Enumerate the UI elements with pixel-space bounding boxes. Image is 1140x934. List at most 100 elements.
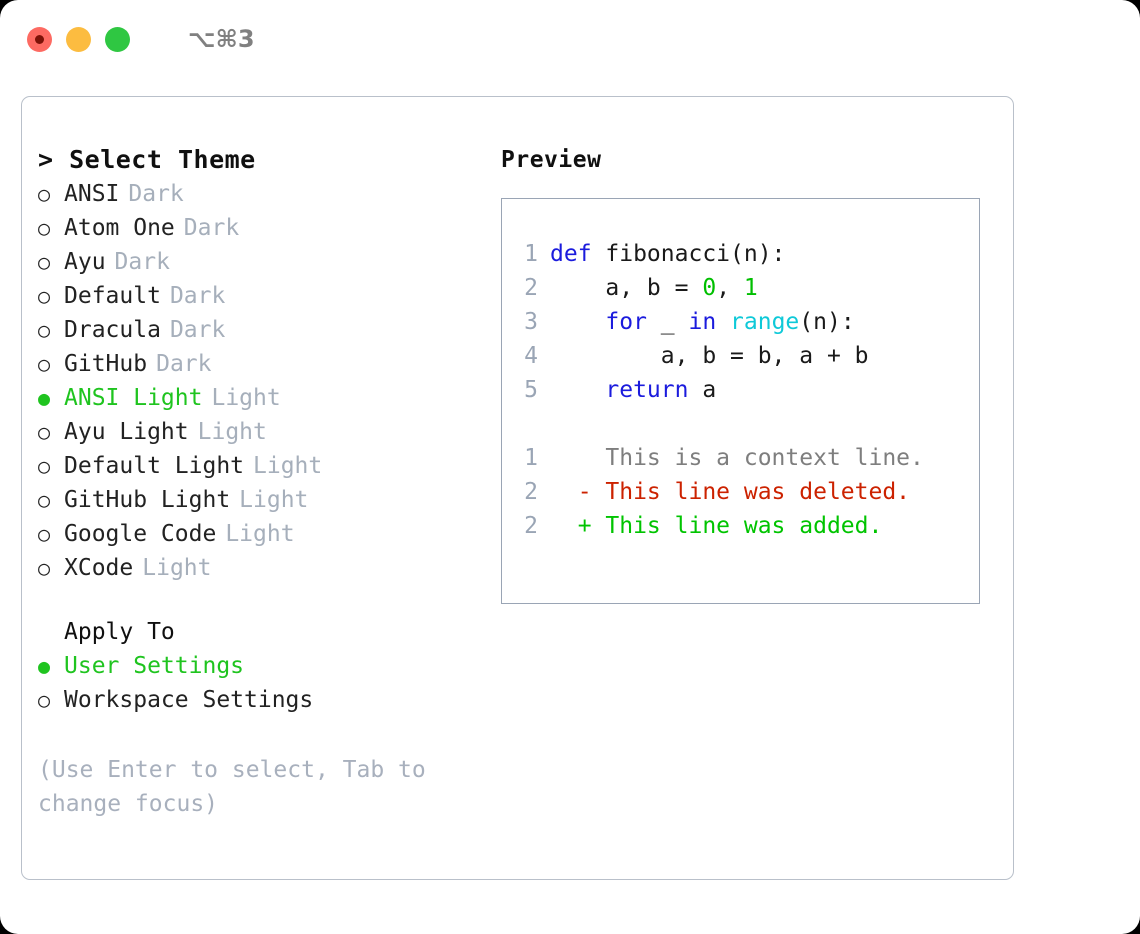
line-number: 3: [524, 309, 538, 335]
maximize-button[interactable]: [105, 26, 130, 52]
diff-marker: -: [550, 479, 592, 505]
minimize-button[interactable]: [66, 26, 91, 52]
code-token-kw: for: [605, 309, 647, 335]
radio-unselected-icon: ○: [38, 284, 51, 308]
line-number: 2: [524, 275, 538, 301]
apply-to-option-label: Workspace Settings: [64, 687, 314, 713]
radio-unselected-icon: ○: [38, 318, 51, 342]
code-token-fn: range: [730, 309, 800, 335]
apply-to-list[interactable]: ● User Settings ○ Workspace Settings: [38, 649, 488, 717]
diff-text: + This line was added.: [550, 509, 883, 543]
apply-to-section: Apply To ● User Settings ○ Workspace Settin…: [38, 615, 488, 717]
diff-line-add: 2 + This line was added.: [514, 509, 979, 543]
keyboard-shortcut-label: ⌥⌘3: [188, 25, 255, 53]
diff-text: - This line was deleted.: [550, 475, 910, 509]
diff-marker: +: [550, 513, 592, 539]
radio-unselected-icon: ○: [38, 556, 51, 580]
theme-option-label: XCode: [64, 555, 134, 581]
code-diff-spacer: [514, 407, 979, 441]
apply-to-option-user-settings[interactable]: ● User Settings: [38, 649, 488, 683]
code-token-pl: a, b =: [550, 275, 703, 301]
line-number: 2: [524, 479, 538, 505]
theme-option-label: Default: [64, 283, 161, 309]
code-token-pl: a: [688, 377, 717, 403]
line-number: 5: [524, 377, 538, 403]
radio-unselected-icon: ○: [38, 488, 51, 512]
code-text: a, b = 0, 1: [550, 271, 758, 305]
theme-option-label: Atom One: [64, 215, 175, 241]
apply-to-option-label: User Settings: [64, 653, 245, 679]
radio-selected-icon: ●: [38, 654, 51, 678]
theme-option-xcode[interactable]: ○ XCode Light: [38, 551, 488, 585]
theme-variant-badge: Dark: [128, 181, 184, 207]
traffic-light-group: [27, 26, 130, 52]
theme-option-default[interactable]: ○ Default Dark: [38, 279, 488, 313]
code-token-num: 1: [743, 275, 758, 301]
diff-content: This line was added.: [591, 513, 883, 539]
theme-option-atom-one[interactable]: ○ Atom One Dark: [38, 211, 488, 245]
theme-variant-badge: Light: [142, 555, 212, 581]
code-line: 4 a, b = b, a + b: [514, 339, 979, 373]
theme-option-google-code[interactable]: ○ Google Code Light: [38, 517, 488, 551]
preview-title: Preview: [501, 147, 602, 173]
theme-variant-badge: Light: [239, 487, 309, 513]
radio-unselected-icon: ○: [38, 182, 51, 206]
code-text: return a: [550, 373, 716, 407]
theme-variant-badge: Dark: [156, 351, 212, 377]
radio-unselected-icon: ○: [38, 454, 51, 478]
radio-selected-icon: ●: [38, 386, 51, 410]
diff-content: This line was deleted.: [591, 479, 911, 505]
keyboard-hint-text: (Use Enter to select, Tab to change focu…: [38, 757, 440, 817]
code-line: 3 for _ in range(n):: [514, 305, 979, 339]
theme-option-label: Dracula: [64, 317, 161, 343]
theme-variant-badge: Dark: [169, 317, 226, 343]
theme-variant-badge: Dark: [169, 283, 226, 309]
apply-to-option-workspace-settings[interactable]: ○ Workspace Settings: [38, 683, 488, 717]
theme-variant-badge: Light: [225, 521, 295, 547]
theme-variant-badge: Light: [197, 419, 267, 445]
line-number: 4: [524, 343, 538, 369]
theme-option-label: Ayu Light: [64, 419, 189, 445]
theme-option-label: Google Code: [64, 521, 217, 547]
theme-variant-badge: Light: [211, 385, 281, 411]
radio-unselected-icon: ○: [38, 250, 51, 274]
theme-option-label: GitHub Light: [64, 487, 231, 513]
code-text: a, b = b, a + b: [550, 339, 869, 373]
code-token-kw: def: [550, 241, 592, 267]
code-token-pl: fibonacci(n):: [591, 241, 786, 267]
radio-unselected-icon: ○: [38, 522, 51, 546]
code-text: for _ in range(n):: [550, 305, 854, 339]
code-line: 5 return a: [514, 373, 979, 407]
theme-variant-badge: Dark: [183, 215, 240, 241]
code-token-pl: [716, 309, 730, 335]
radio-unselected-icon: ○: [38, 688, 51, 712]
line-number: 2: [524, 513, 538, 539]
code-text: def fibonacci(n):: [550, 237, 785, 271]
diff-content: This is a context line.: [591, 445, 924, 471]
theme-option-github-light[interactable]: ○ GitHub Light Light: [38, 483, 488, 517]
radio-unselected-icon: ○: [38, 216, 51, 240]
code-token-pl: [550, 377, 605, 403]
title-bar: ⌥⌘3: [0, 0, 1140, 78]
close-button[interactable]: [27, 26, 52, 52]
code-token-pl: [550, 309, 605, 335]
record-dot-icon: [35, 34, 44, 44]
theme-option-dracula[interactable]: ○ Dracula Dark: [38, 313, 488, 347]
radio-unselected-icon: ○: [38, 352, 51, 376]
apply-to-heading: Apply To: [64, 619, 175, 645]
